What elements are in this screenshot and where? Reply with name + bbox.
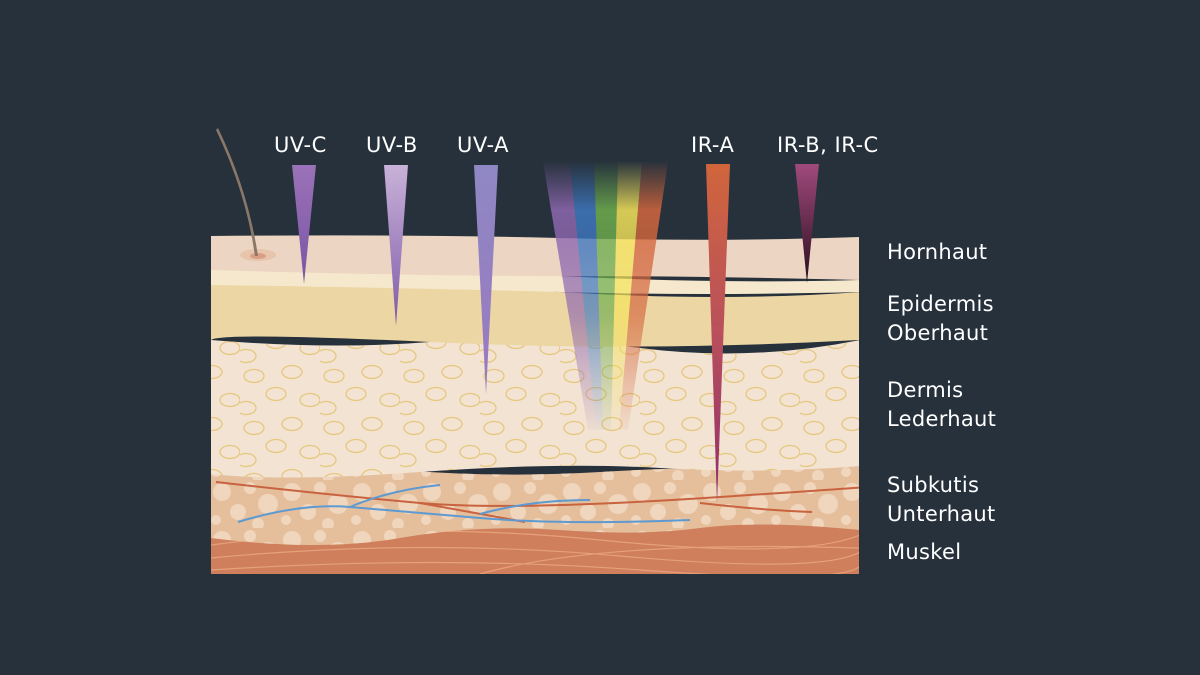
blood-vessels <box>215 481 859 524</box>
label-uv-b: UV-B <box>366 133 418 157</box>
skin-layers <box>211 235 859 574</box>
label-ir-b-ir-c: IR-B, IR-C <box>777 133 879 157</box>
label-ir-a: IR-A <box>691 133 735 157</box>
label-dermis: Dermis Lederhaut <box>887 378 997 431</box>
label-uv-a: UV-A <box>457 133 509 157</box>
hair-icon <box>216 128 258 256</box>
layer-epidermis <box>211 284 859 347</box>
label-epidermis: Epidermis Oberhaut <box>887 292 994 345</box>
label-hornhaut: Hornhaut <box>887 240 988 264</box>
ray-uv-a <box>474 165 498 394</box>
visible-light-spectrum <box>543 162 668 430</box>
ray-uv-c <box>292 165 316 284</box>
label-subkutis: Subkutis Unterhaut <box>887 473 996 526</box>
ray-ir-a <box>706 164 730 503</box>
ray-uv-b <box>384 165 408 326</box>
label-muskel: Muskel <box>887 540 962 564</box>
layer-hornhaut <box>211 235 859 280</box>
ray-ir-b-ir-c <box>795 164 819 283</box>
label-uv-c: UV-C <box>274 133 327 157</box>
